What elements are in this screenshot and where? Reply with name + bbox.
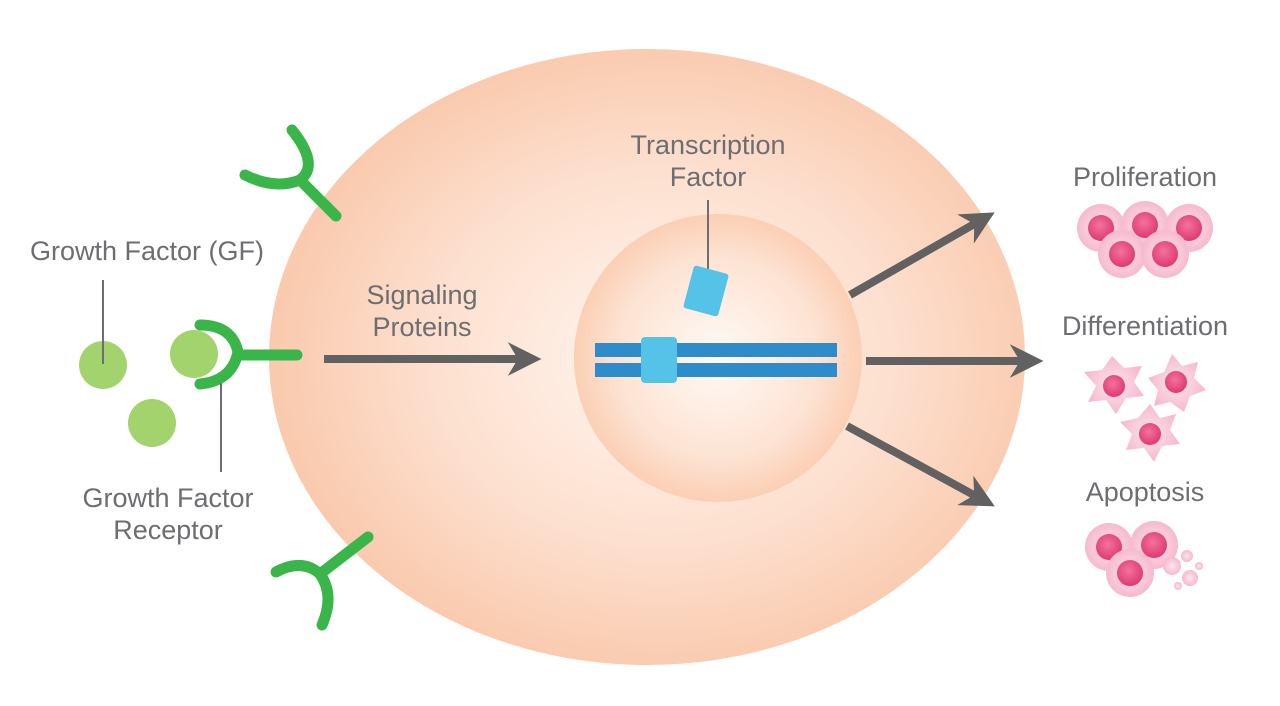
proliferation-arrow bbox=[848, 212, 995, 299]
tf-label-line1: Transcription bbox=[630, 130, 786, 160]
receptor-middle-icon bbox=[194, 319, 303, 390]
growth-factor-label: Growth Factor (GF) bbox=[30, 236, 265, 266]
transcription-factor-icon bbox=[683, 265, 729, 317]
apoptosis-arrow bbox=[845, 422, 995, 507]
differentiation-label: Differentiation bbox=[1061, 311, 1229, 341]
receptor-bottom-icon bbox=[270, 531, 374, 631]
apoptosis-cells-icon bbox=[1085, 521, 1203, 597]
signaling-label-line2: Proteins bbox=[372, 312, 472, 342]
proliferation-cells-icon bbox=[1077, 201, 1213, 278]
receptor-label-line2: Receptor bbox=[113, 515, 223, 545]
dna-strand-top bbox=[595, 343, 837, 357]
receptor-label-line1: Growth Factor bbox=[82, 483, 254, 513]
differentiation-cells-icon bbox=[1084, 354, 1206, 462]
proliferation-label: Proliferation bbox=[1072, 162, 1218, 192]
apoptosis-label: Apoptosis bbox=[1085, 477, 1205, 507]
signaling-proteins-label: Signaling Proteins bbox=[342, 279, 502, 343]
bound-transcription-factor-icon bbox=[641, 337, 677, 383]
signaling-label-line1: Signaling bbox=[366, 280, 478, 310]
transcription-factor-label: Transcription Factor bbox=[608, 129, 808, 193]
nucleus bbox=[574, 214, 862, 502]
dna-strand-bottom bbox=[595, 363, 837, 377]
growth-factor-icon bbox=[79, 341, 127, 389]
tf-label-line2: Factor bbox=[669, 162, 747, 192]
growth-factor-icon bbox=[170, 330, 218, 378]
growth-factor-icon bbox=[128, 399, 176, 447]
receptor-label: Growth Factor Receptor bbox=[68, 482, 268, 546]
receptor-top-icon bbox=[239, 124, 342, 222]
